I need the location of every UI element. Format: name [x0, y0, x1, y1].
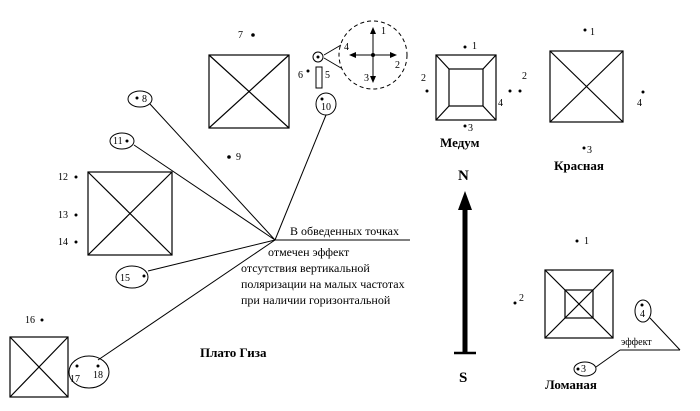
note-line: отсутствия вертикальной — [241, 261, 370, 275]
direction-callout — [323, 20, 408, 90]
giza-pyramid-top — [208, 54, 290, 129]
point-marker — [312, 51, 324, 63]
point-marker — [518, 89, 522, 93]
point-label: 6 — [298, 70, 303, 81]
point-label: 3 — [587, 145, 592, 156]
north-label: N — [458, 168, 469, 184]
point-label: 4 — [498, 98, 503, 109]
point-label: 7 — [238, 30, 243, 41]
note-line: В обведенных точках — [290, 224, 399, 238]
point-label: 1 — [584, 236, 589, 247]
point-label: 3 — [468, 123, 473, 134]
point-marker — [135, 96, 139, 100]
point-marker — [74, 240, 78, 244]
point-marker — [640, 303, 644, 307]
point-marker — [316, 55, 320, 59]
point-marker — [583, 28, 587, 32]
north-arrow — [454, 191, 476, 355]
callout-lines — [97, 103, 410, 361]
point-label: 5 — [325, 70, 330, 81]
direction-label: 3 — [364, 73, 369, 84]
point-label: 8 — [142, 94, 147, 105]
krasnaya-pyramid — [549, 50, 624, 123]
direction-label: 4 — [344, 42, 349, 53]
point-marker — [75, 364, 79, 368]
point-label: 14 — [58, 237, 68, 248]
circled-point — [127, 90, 153, 108]
point-label: 2 — [421, 73, 426, 84]
circled-point — [115, 265, 149, 289]
point-label: 17 — [70, 374, 80, 385]
plato-giza-title: Плато Гиза — [200, 345, 267, 360]
point-label: 15 — [120, 273, 130, 284]
point-label: 1 — [472, 41, 477, 52]
point-label: 2 — [519, 293, 524, 304]
lomanaya-pyramid — [544, 269, 614, 339]
giza-pyramid-middle — [87, 171, 173, 256]
point-label: 10 — [321, 102, 331, 113]
sensor-rect — [315, 66, 323, 89]
south-label: S — [459, 370, 467, 386]
lomanaya-title: Ломаная — [545, 377, 597, 392]
point-marker — [320, 97, 324, 101]
point-label: 1 — [590, 27, 595, 38]
circled-point — [634, 299, 652, 323]
note-line: при наличии горизонтальной — [241, 293, 391, 307]
point-marker — [74, 175, 78, 179]
point-label: 16 — [25, 315, 35, 326]
direction-label: 1 — [381, 26, 386, 37]
point-marker — [508, 89, 512, 93]
point-marker — [96, 364, 100, 368]
point-marker — [306, 69, 310, 73]
point-label: 9 — [236, 152, 241, 163]
point-marker — [74, 213, 78, 217]
point-marker — [425, 89, 429, 93]
point-marker — [582, 146, 586, 150]
point-label: 3 — [581, 364, 586, 375]
point-label: 4 — [640, 309, 645, 320]
note-line: поляризации на малых частотах — [241, 277, 405, 291]
point-marker — [463, 45, 467, 49]
point-marker — [575, 239, 579, 243]
giza-pyramid-bottom — [9, 336, 69, 398]
point-marker — [463, 124, 467, 128]
point-label: 12 — [58, 172, 68, 183]
effect-label: эффект — [621, 337, 652, 348]
note-line: отмечен эффект — [268, 245, 350, 259]
medum-pyramid — [435, 54, 497, 121]
point-marker — [576, 367, 580, 371]
circled-point — [68, 355, 110, 389]
point-marker — [227, 155, 231, 159]
circled-point — [573, 361, 597, 377]
point-label: 13 — [58, 210, 68, 221]
point-marker — [641, 90, 645, 94]
point-marker — [513, 301, 517, 305]
point-marker — [251, 33, 255, 37]
point-label: 11 — [113, 136, 123, 147]
point-label: 2 — [522, 71, 527, 82]
medum-title: Медум — [440, 135, 480, 150]
circled-point — [109, 132, 135, 150]
direction-label: 2 — [395, 60, 400, 71]
krasnaya-title: Красная — [554, 158, 604, 173]
point-label: 4 — [637, 98, 642, 109]
point-label: 18 — [93, 370, 103, 381]
point-marker — [125, 139, 129, 143]
effect-callout-lines — [595, 317, 681, 368]
point-marker — [142, 274, 146, 278]
point-marker — [40, 318, 44, 322]
